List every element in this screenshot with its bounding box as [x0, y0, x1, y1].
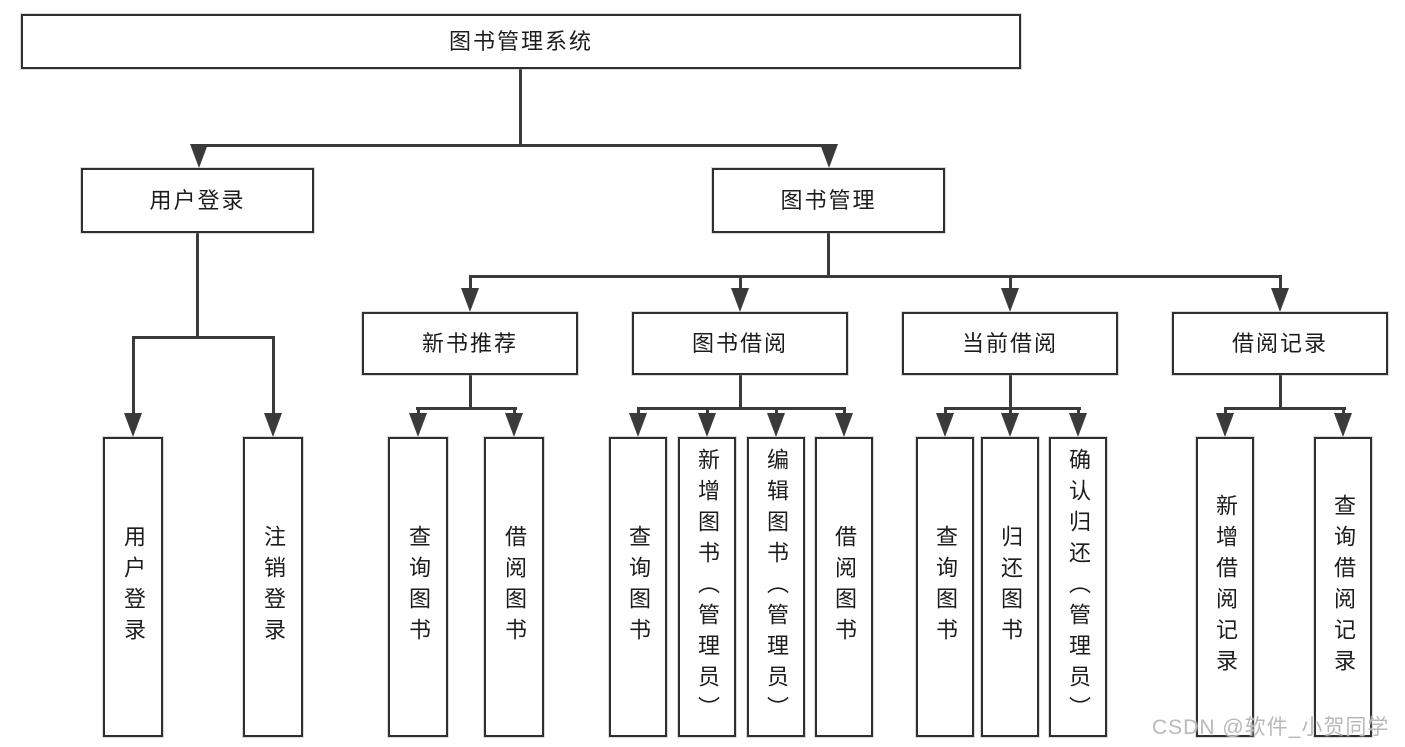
- connector-line: [1279, 375, 1282, 408]
- node-root-library-management-system: 图书管理系统: [21, 14, 1021, 69]
- connector-line: [196, 233, 199, 337]
- node-borrowing-records: 借阅记录: [1172, 312, 1388, 375]
- connector-line: [132, 336, 135, 414]
- connector-line: [637, 407, 846, 410]
- connector-line: [1342, 407, 1345, 415]
- node-label: 借阅图书: [502, 525, 527, 649]
- node-query-books-recommend: 查询图书: [388, 437, 448, 737]
- csdn-watermark: CSDN @软件_小贺同学: [1152, 716, 1390, 739]
- node-book-management: 图书管理: [712, 168, 945, 233]
- connector-line: [132, 336, 275, 339]
- connector-arrow: [1271, 288, 1289, 312]
- connector-line: [944, 407, 947, 415]
- node-label: 查询借阅记录: [1331, 494, 1356, 680]
- connector-arrow: [1001, 413, 1019, 437]
- connector-arrow: [264, 413, 282, 437]
- connector-arrow: [936, 413, 954, 437]
- connector-arrow: [1216, 413, 1234, 437]
- node-label: 新增借阅记录: [1213, 494, 1238, 680]
- connector-arrow: [820, 144, 838, 168]
- connector-line: [706, 407, 709, 415]
- connector-line: [944, 407, 1081, 410]
- node-label: 新增图书（管理员）: [695, 447, 720, 727]
- connector-line: [1279, 275, 1282, 291]
- connector-line: [637, 407, 640, 415]
- node-label: 归还图书: [998, 525, 1023, 649]
- connector-arrow: [190, 144, 208, 168]
- connector-line: [1224, 407, 1227, 415]
- node-query-borrow-record: 查询借阅记录: [1314, 437, 1372, 737]
- connector-line: [417, 407, 420, 415]
- connector-line: [416, 407, 517, 410]
- connector-line: [739, 375, 742, 408]
- node-add-books-admin: 新增图书（管理员）: [678, 437, 736, 737]
- node-label: 确认归还（管理员）: [1066, 447, 1091, 727]
- connector-line: [513, 407, 516, 415]
- connector-arrow: [1334, 413, 1352, 437]
- connector-line: [272, 336, 275, 414]
- connector-arrow: [629, 413, 647, 437]
- connector-line: [1009, 375, 1012, 408]
- connector-arrow: [767, 413, 785, 437]
- node-label: 编辑图书（管理员）: [764, 447, 789, 727]
- connector-arrow: [1001, 288, 1019, 312]
- node-add-borrow-record: 新增借阅记录: [1196, 437, 1254, 737]
- connector-arrow: [1069, 413, 1087, 437]
- node-label: 查询图书: [626, 525, 651, 649]
- connector-line: [1009, 407, 1012, 415]
- node-current-borrowing: 当前借阅: [902, 312, 1118, 375]
- node-user-login-action: 用户登录: [103, 437, 163, 737]
- connector-arrow: [461, 288, 479, 312]
- node-confirm-return-admin: 确认归还（管理员）: [1049, 437, 1107, 737]
- node-label: 注销登录: [261, 525, 286, 649]
- connector-line: [1224, 407, 1346, 410]
- connector-line: [1009, 275, 1012, 291]
- node-book-borrowing: 图书借阅: [632, 312, 848, 375]
- connector-arrow: [124, 413, 142, 437]
- node-label: 查询图书: [933, 525, 958, 649]
- connector-arrow: [698, 413, 716, 437]
- connector-arrow: [835, 413, 853, 437]
- connector-line: [469, 275, 472, 291]
- node-query-books-borrowing: 查询图书: [609, 437, 667, 737]
- node-label: 借阅图书: [832, 525, 857, 649]
- node-query-books-current: 查询图书: [916, 437, 974, 737]
- connector-arrow: [409, 413, 427, 437]
- connector-line: [827, 233, 830, 276]
- node-borrow-books-recommend: 借阅图书: [484, 437, 544, 737]
- connector-line: [1077, 407, 1080, 415]
- connector-line: [843, 407, 846, 415]
- connector-line: [775, 407, 778, 415]
- connector-line: [469, 275, 1282, 278]
- node-label: 查询图书: [406, 525, 431, 649]
- connector-line: [469, 375, 472, 408]
- node-edit-books-admin: 编辑图书（管理员）: [747, 437, 805, 737]
- node-return-books: 归还图书: [981, 437, 1039, 737]
- connector-arrow: [505, 413, 523, 437]
- connector-line: [519, 69, 522, 146]
- connector-arrow: [731, 288, 749, 312]
- connector-line: [739, 275, 742, 291]
- node-user-login: 用户登录: [81, 168, 314, 233]
- node-label: 用户登录: [121, 525, 146, 649]
- node-logout-action: 注销登录: [243, 437, 303, 737]
- connector-line: [198, 144, 831, 147]
- node-new-book-recommendation: 新书推荐: [362, 312, 578, 375]
- node-borrow-books: 借阅图书: [815, 437, 873, 737]
